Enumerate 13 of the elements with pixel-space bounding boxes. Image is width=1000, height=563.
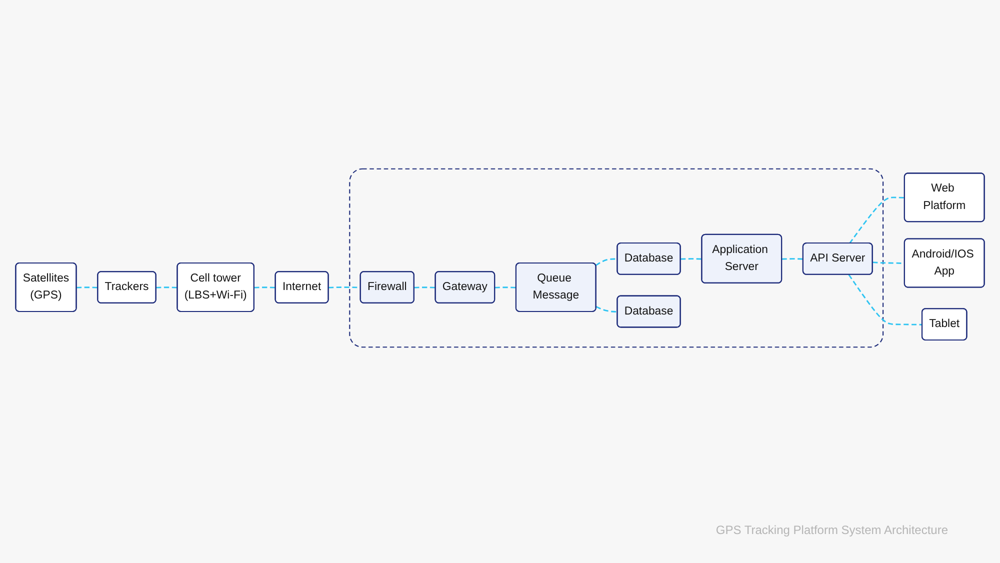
connector bbox=[849, 196, 905, 244]
connector bbox=[680, 258, 702, 260]
connector bbox=[254, 286, 276, 288]
connector bbox=[848, 274, 922, 326]
connector bbox=[494, 286, 516, 288]
caption: GPS Tracking Platform System Architecture bbox=[716, 523, 948, 537]
connector bbox=[595, 258, 618, 266]
connector bbox=[156, 286, 178, 288]
connector bbox=[414, 286, 436, 288]
cluster bbox=[349, 168, 884, 348]
connector bbox=[76, 286, 98, 288]
connector bbox=[782, 258, 804, 260]
connector bbox=[596, 306, 618, 313]
